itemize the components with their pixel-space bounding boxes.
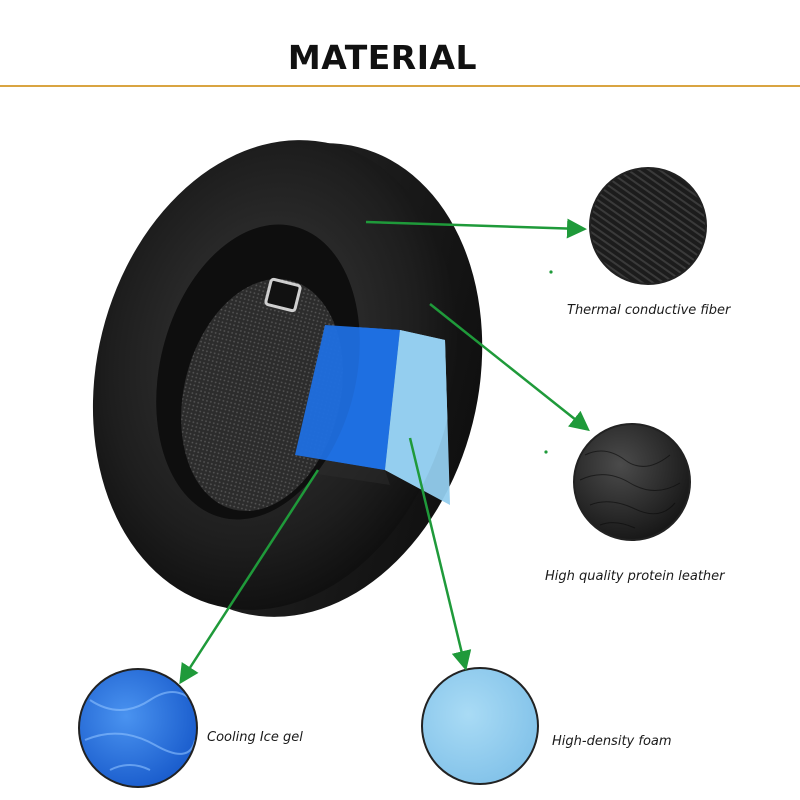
- gel-swatch: [78, 668, 198, 788]
- label-high-density-foam: High-density foam: [552, 734, 672, 749]
- title-divider: [0, 85, 800, 87]
- foam-swatch: [421, 667, 539, 785]
- ear-pad-clip: [264, 277, 302, 313]
- pointer-lines: [179, 218, 590, 685]
- marker-dot: [549, 270, 553, 274]
- label-cooling-ice-gel: Cooling Ice gel: [207, 730, 303, 745]
- page-title: MATERIAL: [287, 38, 478, 77]
- fiber-swatch: [589, 167, 707, 285]
- pointer-foam: [408, 437, 472, 671]
- label-protein-leather: High quality protein leather: [545, 569, 725, 584]
- marker-dot: [544, 450, 548, 454]
- pointer-leather: [429, 303, 590, 432]
- ear-pad: [92, 140, 483, 617]
- label-thermal-conductive-fiber: Thermal conductive fiber: [567, 303, 731, 318]
- pointer-fiber: [365, 218, 587, 239]
- leather-swatch: [573, 423, 691, 541]
- pointer-gel: [179, 469, 320, 685]
